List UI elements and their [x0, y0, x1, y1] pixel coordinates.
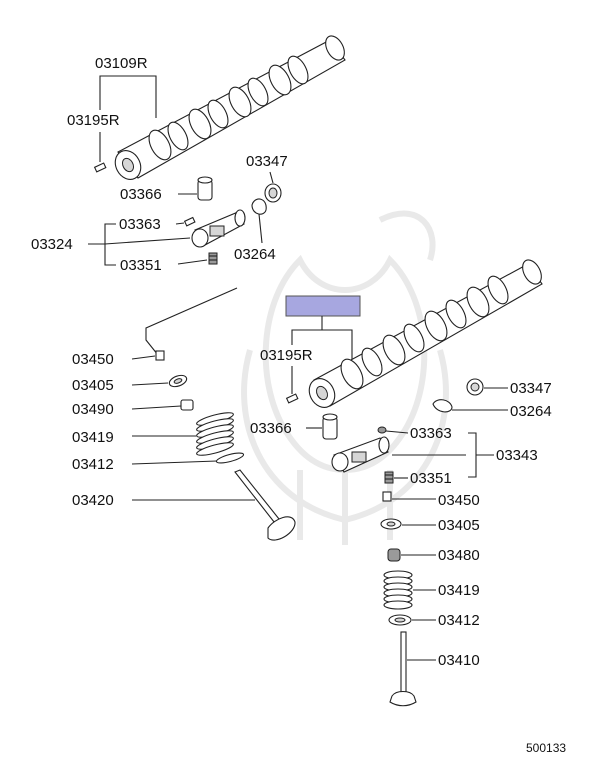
spring-right-part [383, 570, 413, 610]
seat-washer-right-part [388, 614, 412, 626]
label-03490: 03490 [72, 401, 114, 418]
label-03419-left: 03419 [72, 429, 114, 446]
pin-lower-part [285, 393, 299, 404]
seat-washer-left-part [215, 452, 245, 464]
label-03347-lower: 03347 [510, 380, 552, 397]
leader-03343 [468, 432, 477, 478]
label-03366-upper: 03366 [120, 186, 162, 203]
camshaft-lower [308, 259, 543, 408]
label-03405-right: 03405 [438, 517, 480, 534]
label-03347-upper: 03347 [246, 153, 288, 170]
gasket-lower-part [432, 399, 453, 413]
footer-code: 500133 [526, 741, 566, 755]
screw-upper-part [208, 252, 218, 265]
label-03366-lower: 03366 [250, 420, 292, 437]
pin-upper-part [93, 162, 107, 173]
label-03264-lower: 03264 [510, 403, 552, 420]
lash-adjuster-lower-part [322, 413, 338, 440]
rocker-arm-lower-part [331, 436, 390, 473]
label-03405-left: 03405 [72, 377, 114, 394]
label-03480: 03480 [438, 547, 480, 564]
seat-left-part [180, 399, 194, 411]
seal-upper-part [264, 183, 282, 203]
camshaft-upper [114, 35, 346, 180]
valve-left-part [234, 469, 296, 541]
screw-lower-part [384, 471, 394, 484]
label-03363-lower: 03363 [410, 425, 452, 442]
spring-left-part [196, 412, 234, 456]
label-03412-left: 03412 [72, 456, 114, 473]
label-03343: 03343 [496, 447, 538, 464]
label-03450-left: 03450 [72, 351, 114, 368]
cotter-right-part [382, 491, 392, 502]
stem-seal-right-part [387, 548, 401, 562]
leader-group-connector [145, 287, 238, 356]
valve-right-part [389, 631, 417, 707]
rocker-arm-upper-part [191, 209, 246, 248]
label-03410: 03410 [438, 652, 480, 669]
gasket-upper-part [251, 198, 267, 215]
label-03109R: 03109R [95, 55, 148, 72]
leader-03109R [99, 75, 157, 118]
pin-rocker-lower-part [377, 426, 387, 434]
seal-lower-part [466, 378, 484, 396]
cotter-left-part [155, 350, 165, 361]
retainer-right-part [380, 518, 402, 530]
label-03419-right: 03419 [438, 582, 480, 599]
label-03195R-lower: 03195R [260, 347, 313, 364]
label-03450-right: 03450 [438, 492, 480, 509]
label-03351-upper: 03351 [120, 257, 162, 274]
lash-adjuster-upper-part [197, 176, 213, 201]
label-03363-upper: 03363 [119, 216, 161, 233]
label-03264-upper: 03264 [234, 246, 276, 263]
label-03195R-upper: 03195R [67, 112, 120, 129]
pin-rocker-upper-part [183, 216, 196, 227]
highlight-box [285, 295, 361, 317]
label-03324: 03324 [31, 236, 73, 253]
label-03351-lower: 03351 [410, 470, 452, 487]
retainer-left-part [168, 374, 188, 388]
label-03412-right: 03412 [438, 612, 480, 629]
label-03420: 03420 [72, 492, 114, 509]
